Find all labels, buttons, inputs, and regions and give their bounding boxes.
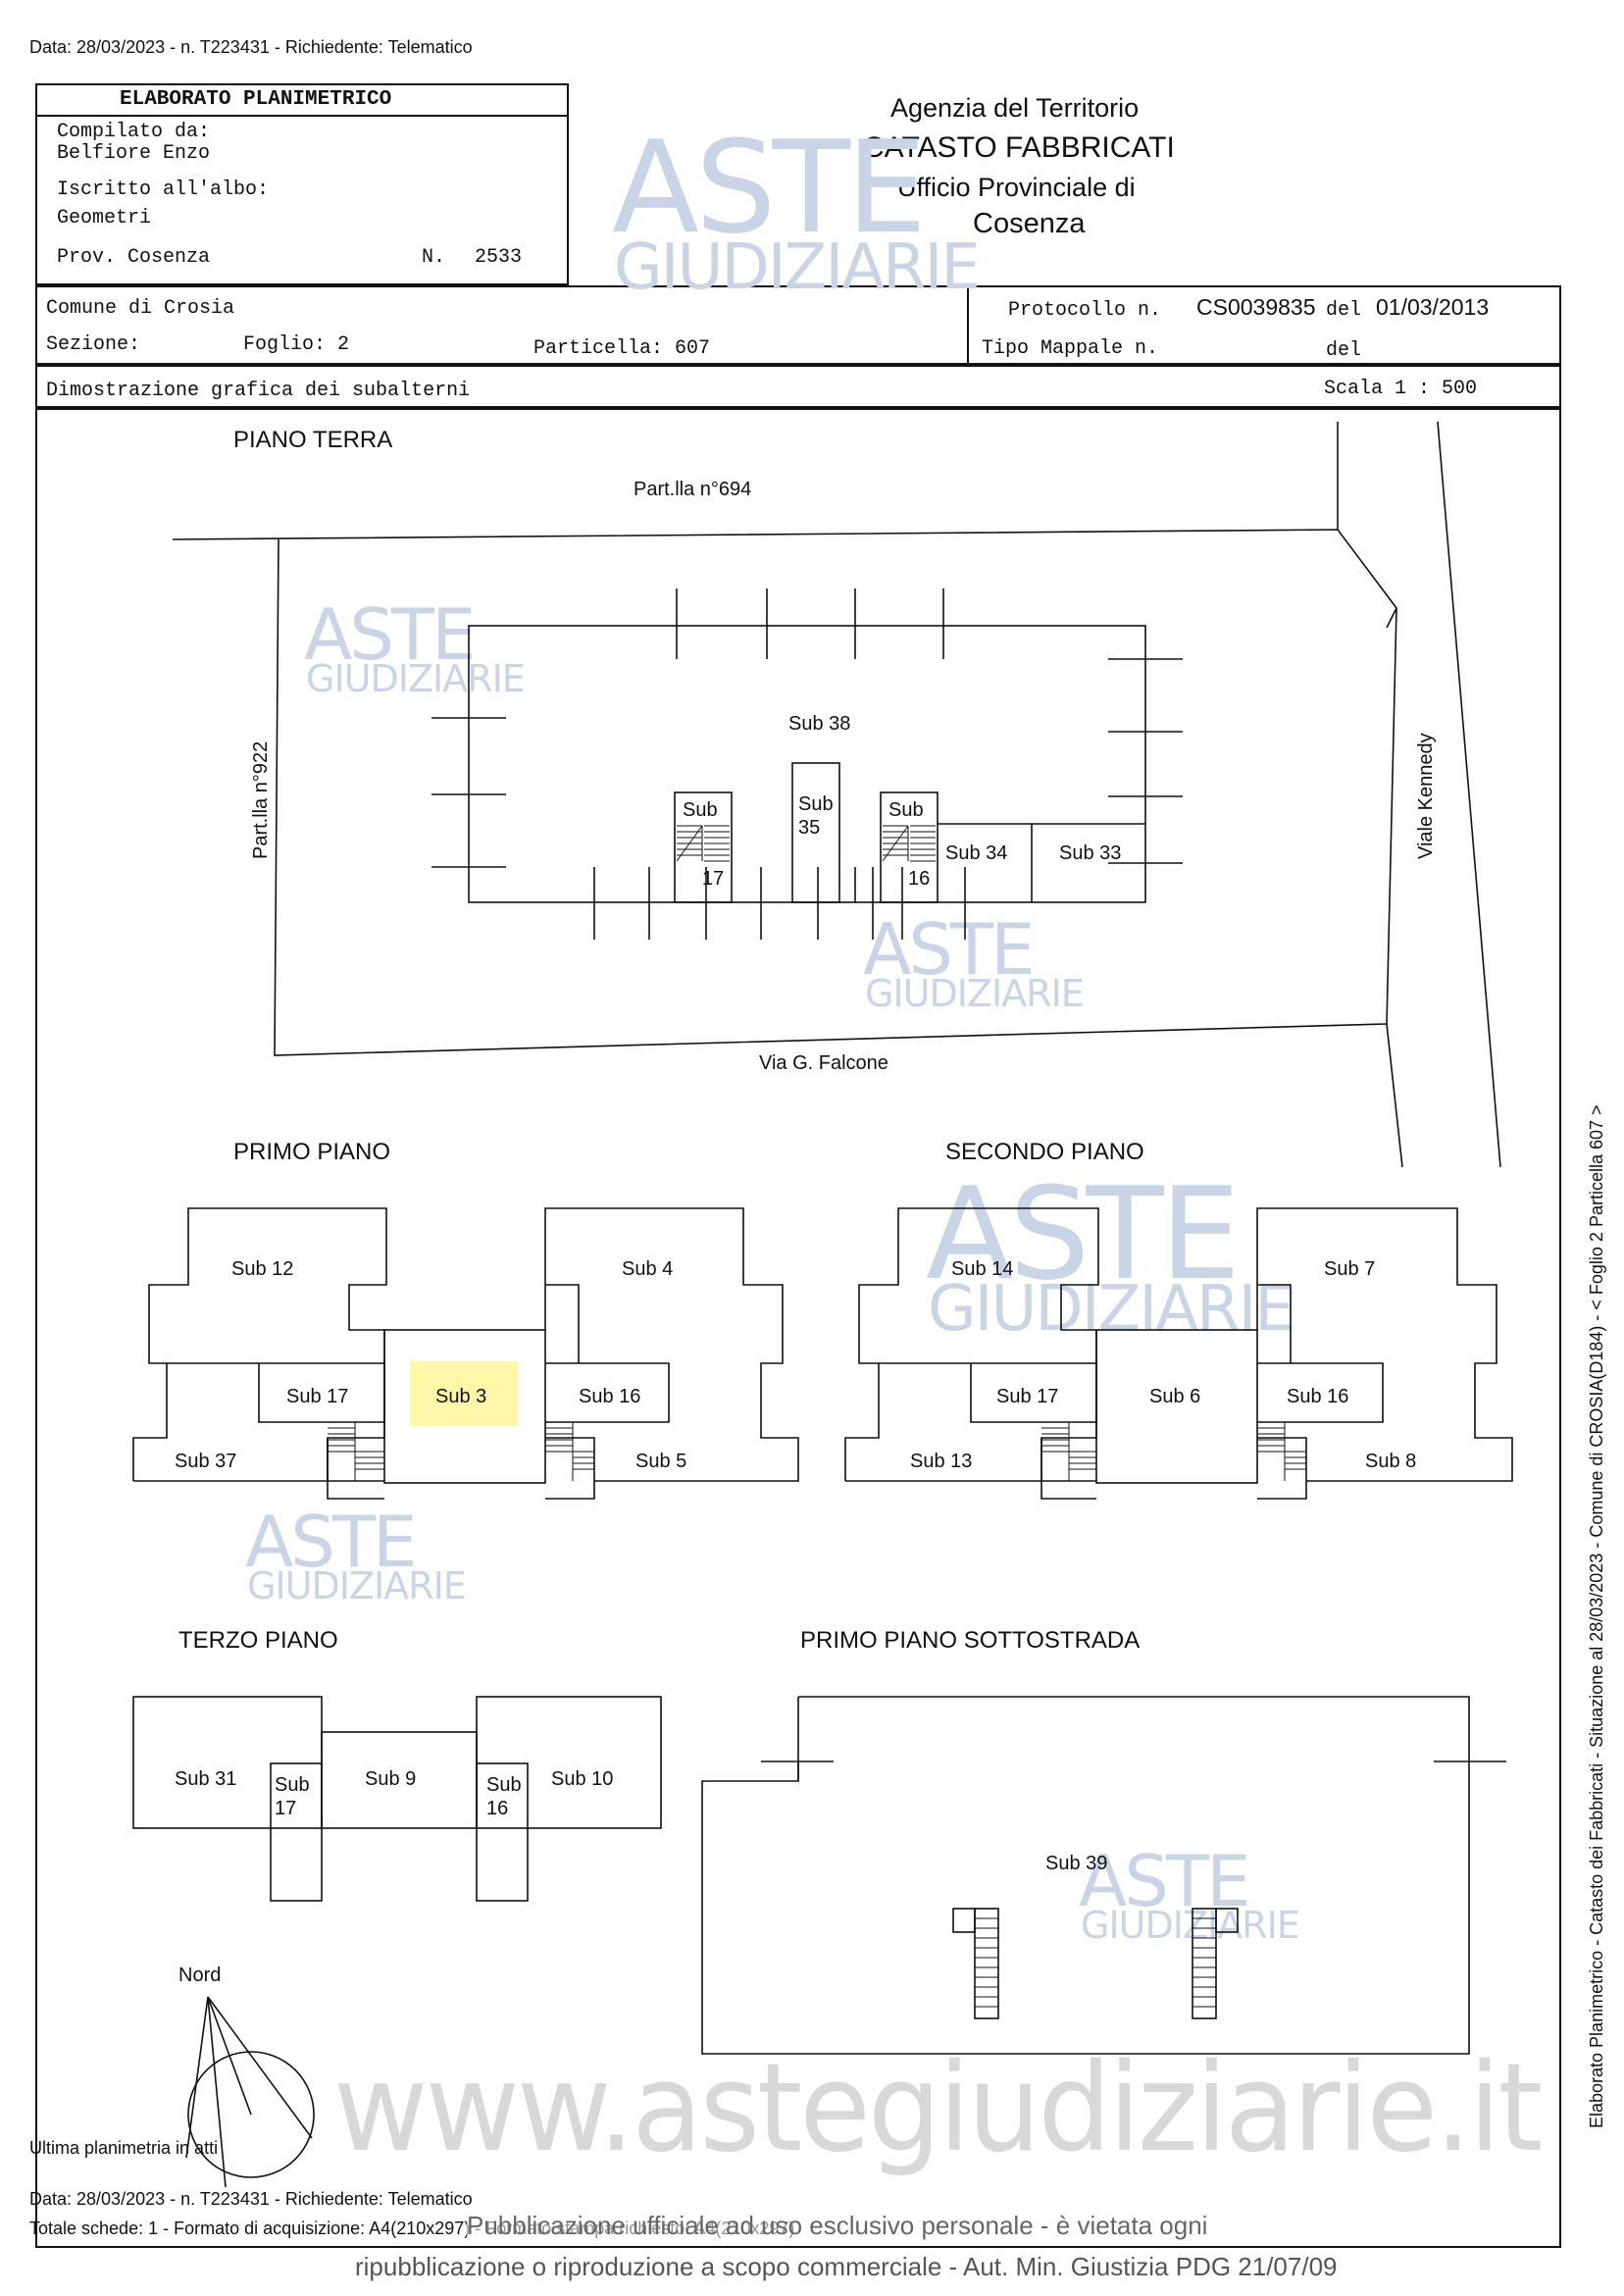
sub7-label: Sub 7	[1324, 1258, 1375, 1280]
sub35-number: 35	[798, 817, 820, 839]
sub14-label: Sub 14	[951, 1258, 1013, 1280]
dimostrazione-row	[35, 365, 1561, 408]
sub17-label: Sub 17	[286, 1386, 348, 1407]
compilato-name: Belfiore Enzo	[57, 142, 211, 165]
sub5-label: Sub 5	[635, 1451, 686, 1472]
sub9-label: Sub 9	[365, 1768, 416, 1790]
sub17-pt-label: Sub	[683, 799, 718, 821]
elaborato-title: ELABORATO PLANIMETRICO	[120, 88, 392, 111]
del-label: del	[1326, 299, 1362, 322]
divider	[35, 115, 569, 117]
sub3-highlight	[410, 1361, 518, 1426]
n-value: 2533	[475, 246, 523, 269]
del-value: 01/03/2013	[1376, 294, 1490, 320]
terzo-piano-title: TERZO PIANO	[178, 1627, 338, 1654]
sottostrada-title: PRIMO PIANO SOTTOSTRADA	[800, 1627, 1140, 1654]
particella: Particella: 607	[533, 337, 711, 360]
ultima-planimetria: Ultima planimetria in atti	[29, 2138, 219, 2158]
sub17-tp-label: Sub	[275, 1774, 310, 1796]
sub17-tp-number: 17	[275, 1798, 296, 1819]
sub10-label: Sub 10	[551, 1768, 613, 1790]
piano-terra-title: PIANO TERRA	[233, 427, 392, 453]
sub4-label: Sub 4	[622, 1258, 673, 1280]
sezione: Sezione:	[46, 333, 141, 356]
comune: Comune di Crosia	[46, 297, 235, 320]
sub16-tp-number: 16	[486, 1798, 508, 1819]
footer-data-line: Data: 28/03/2023 - n. T223431 - Richiede…	[29, 2189, 473, 2209]
sub16-tp-label: Sub	[486, 1774, 522, 1796]
agency-line2: CATASTO FABBRICATI	[863, 131, 1175, 164]
sub13-label: Sub 13	[910, 1451, 972, 1472]
compilato-label: Compilato da:	[57, 121, 211, 143]
scala: Scala 1 : 500	[1324, 378, 1478, 400]
protocollo-label: Protocollo n.	[1008, 299, 1162, 322]
agency-line4: Cosenza	[973, 208, 1086, 239]
info-box	[35, 285, 1561, 365]
protocollo-value: CS0039835	[1196, 294, 1316, 320]
sub16-label: Sub 16	[579, 1386, 640, 1407]
url-watermark: www.astegiudiziarie.it	[333, 2036, 1544, 2179]
drawing-frame	[35, 408, 1561, 2248]
sub33-label: Sub 33	[1059, 842, 1121, 864]
n-label: N.	[422, 246, 446, 269]
sub31-label: Sub 31	[175, 1768, 236, 1790]
sub16-pt-number: 16	[908, 868, 930, 890]
top-data-line: Data: 28/03/2023 - n. T223431 - Richiede…	[29, 37, 473, 57]
agency-line1: Agenzia del Territorio	[890, 93, 1140, 123]
sub17-pt-number: 17	[702, 868, 724, 890]
sub34-label: Sub 34	[945, 842, 1007, 864]
sub16-sp-label: Sub 16	[1287, 1386, 1348, 1407]
sub16-pt-label: Sub	[888, 799, 924, 821]
part694-label: Part.lla n°694	[634, 479, 751, 500]
pubblicazione-notice: Pubblicazione ufficiale ad uso esclusivo…	[467, 2211, 1208, 2241]
viale-kennedy-label: Viale Kennedy	[1415, 733, 1437, 859]
foglio: Foglio: 2	[243, 333, 350, 356]
sub8-label: Sub 8	[1365, 1451, 1416, 1472]
sub35-label: Sub	[798, 793, 834, 815]
part922-label: Part.lla n°922	[250, 741, 272, 859]
primo-piano-title: PRIMO PIANO	[233, 1139, 390, 1165]
via-falcone-label: Via G. Falcone	[759, 1052, 888, 1074]
sub6-label: Sub 6	[1149, 1386, 1200, 1407]
dimostrazione: Dimostrazione grafica dei subalterni	[46, 380, 471, 402]
del-label-2: del	[1326, 339, 1362, 362]
sub37-label: Sub 37	[175, 1451, 236, 1472]
iscritto-value: Geometri	[57, 207, 152, 230]
tipo-mappale: Tipo Mappale n.	[982, 337, 1159, 360]
nord-label: Nord	[178, 1964, 221, 1986]
agency-line3: Ufficio Provinciale di	[897, 173, 1136, 202]
sub17-sp-label: Sub 17	[996, 1386, 1058, 1407]
divider	[967, 285, 969, 365]
side-caption: Elaborato Planimetrico - Catasto dei Fab…	[1587, 1104, 1606, 2128]
ripubblicazione-notice: ripubblicazione o riproduzione a scopo c…	[355, 2252, 1338, 2281]
prov-label: Prov. Cosenza	[57, 246, 211, 269]
secondo-piano-title: SECONDO PIANO	[945, 1139, 1144, 1165]
sub12-label: Sub 12	[231, 1258, 293, 1280]
sub38-label: Sub 38	[788, 713, 850, 735]
sub3-label: Sub 3	[435, 1386, 486, 1407]
iscritto-label: Iscritto all'albo:	[57, 179, 270, 201]
sub39-label: Sub 39	[1045, 1853, 1107, 1874]
elaborato-box	[35, 83, 569, 285]
